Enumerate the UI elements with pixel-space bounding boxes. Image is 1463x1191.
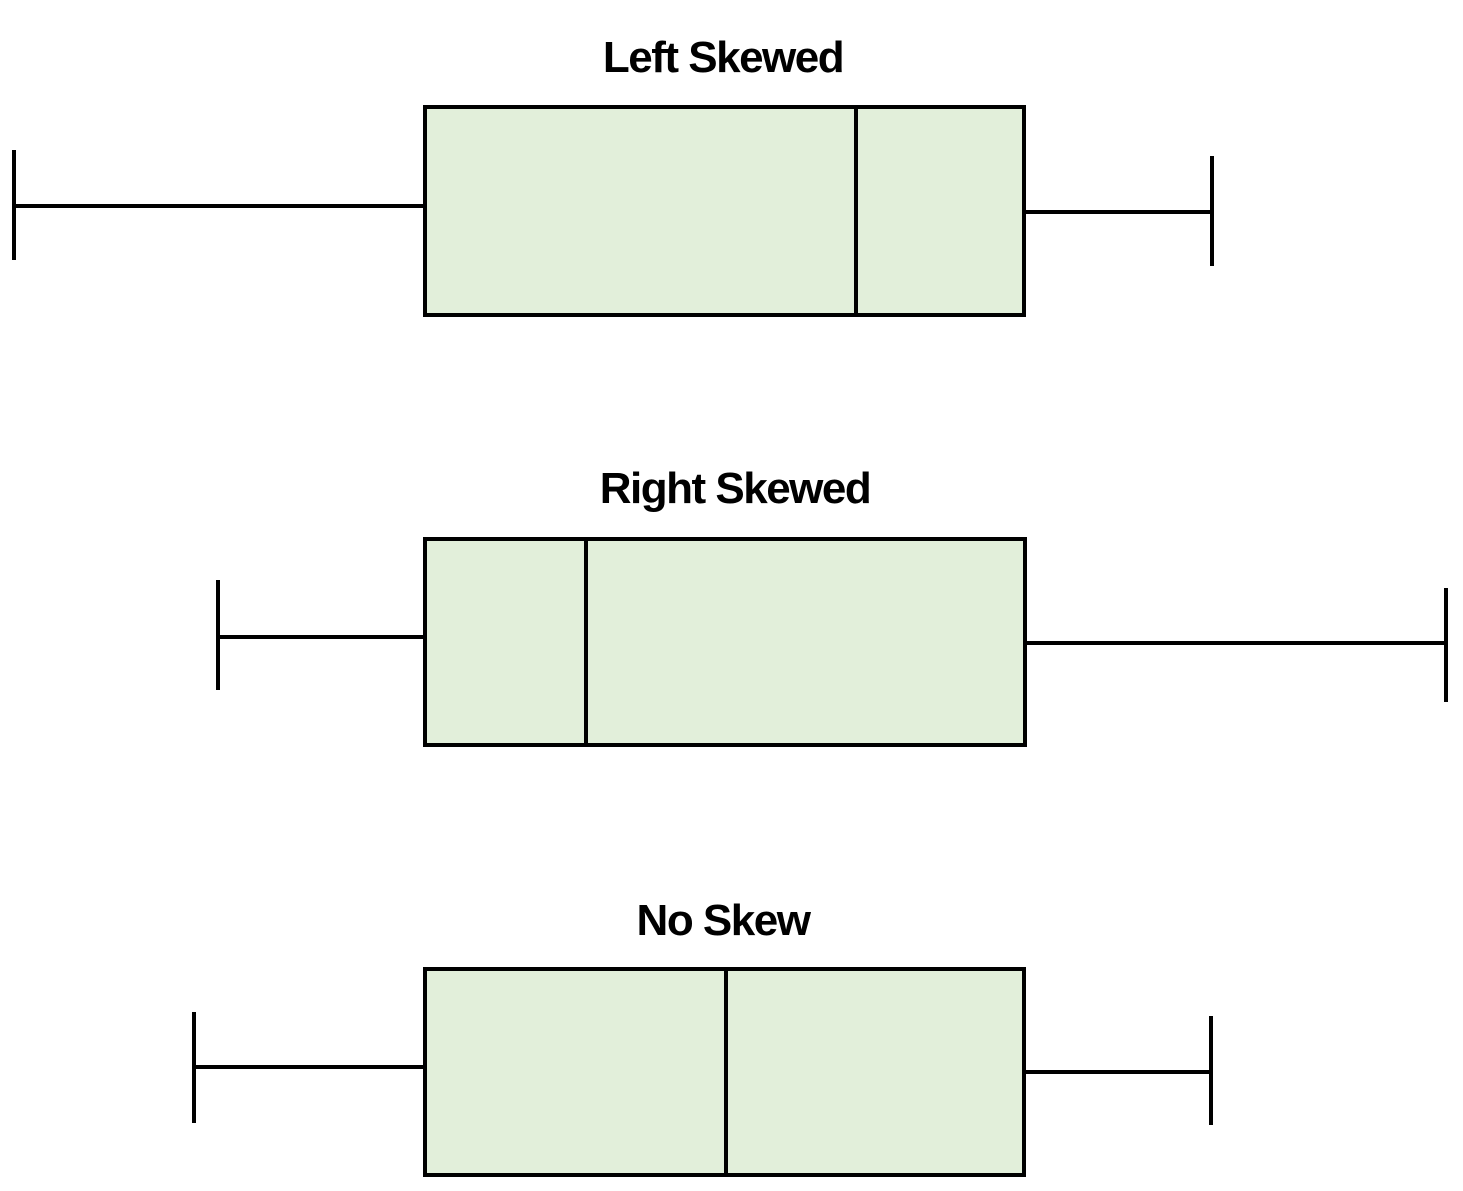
upper-whisker-line [1027, 641, 1446, 645]
plot-title: Right Skewed [599, 464, 872, 513]
lower-whisker-line [218, 635, 423, 639]
lower-whisker-line [194, 1065, 423, 1069]
median-line [724, 967, 728, 1177]
max-whisker-cap [1210, 156, 1214, 266]
plot-title: Left Skewed [602, 33, 845, 82]
upper-whisker-line [1026, 1070, 1211, 1074]
max-whisker-cap [1444, 588, 1448, 702]
max-whisker-cap [1209, 1016, 1213, 1125]
min-whisker-cap [216, 580, 220, 690]
min-whisker-cap [12, 150, 16, 260]
min-whisker-cap [192, 1012, 196, 1123]
median-line [854, 105, 858, 317]
upper-whisker-line [1026, 210, 1212, 214]
median-line [584, 537, 588, 747]
lower-whisker-line [14, 204, 423, 208]
iqr-box [423, 537, 1027, 747]
plot-title: No Skew [636, 896, 811, 945]
iqr-box [423, 105, 1026, 317]
